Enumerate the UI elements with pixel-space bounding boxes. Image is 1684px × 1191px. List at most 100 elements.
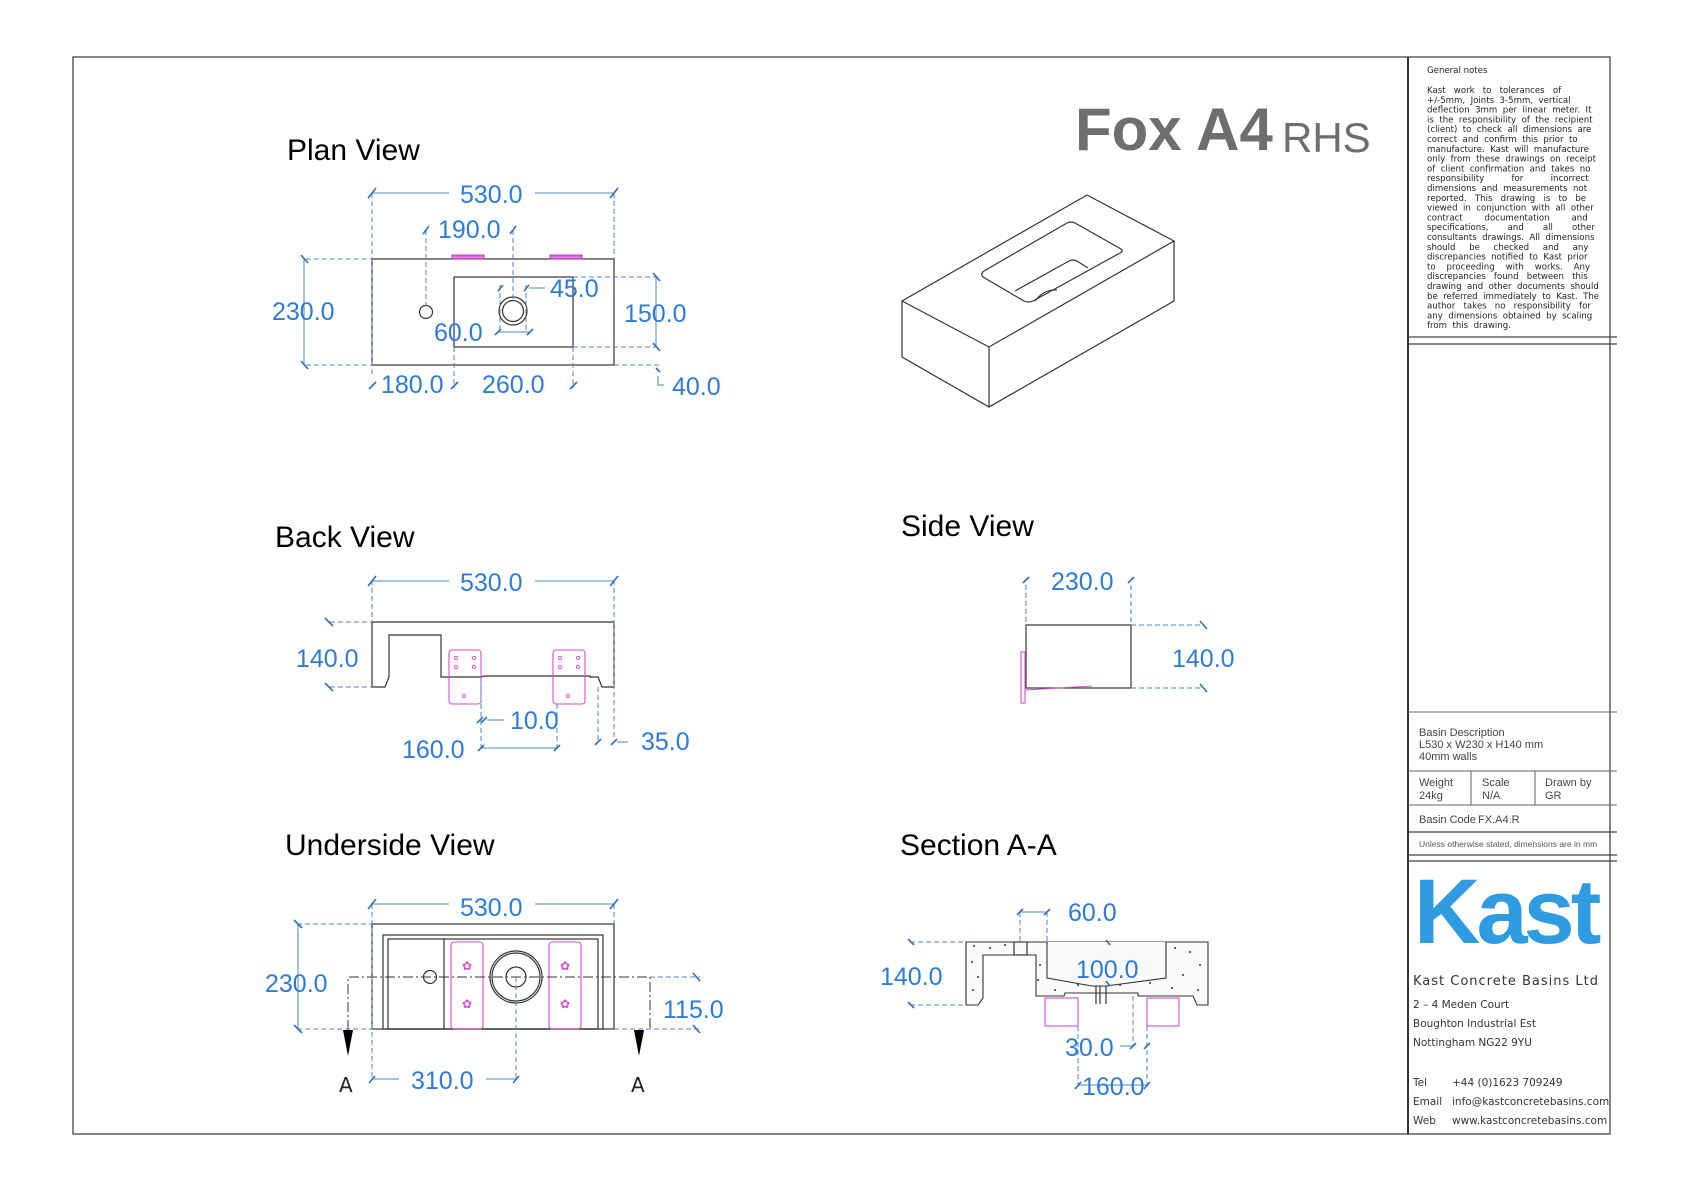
notes-line: be referred immediately to Kast. The [1427,292,1599,302]
notes-line: reported. This drawing is to be [1427,194,1586,204]
dim-left-offset: 180.0 [381,371,444,399]
general-notes: Kast work to tolerances of+/-5mm, Joints… [1427,86,1599,331]
model-name: Fox A4 [1075,96,1273,163]
dim-plan-length: 530.0 [460,181,523,209]
waste-outer [498,296,528,326]
back-outline [371,621,615,688]
notes-line: contract documentation and [1427,213,1588,223]
web-link[interactable]: www.kastconcretebasins.com [1452,1115,1607,1127]
side-bracket-plate [1020,651,1026,704]
dim-back-edge: 35.0 [641,728,690,756]
description-size: L530 x W230 x H140 mm [1419,739,1543,751]
bracket-left [448,649,482,705]
fixing-icon: ✿ [560,959,570,973]
units-note: Unless otherwise stated, dimensions are … [1419,839,1597,849]
notes-heading: General notes [1427,66,1488,76]
bracket-marker [549,254,583,260]
tel-value[interactable]: +44 (0)1623 709249 [1452,1077,1563,1089]
section-a-a: Section A-A 60.0 140.0 100.0 30.0 160.0 [880,829,1209,1101]
dim-section-height: 140.0 [880,963,943,991]
notes-line: author takes no responsibility for [1427,302,1591,312]
notes-line: drawing and other documents should [1427,282,1599,292]
notes-line: from this drawing. [1427,321,1511,331]
product-title: Fox A4 RHS [1075,96,1371,163]
address-line-3: Nottingham NG22 9YU [1413,1037,1532,1049]
section-bracket-left [1044,997,1079,1027]
tel-label: Tel [1412,1077,1427,1089]
scale-value: N/A [1482,790,1501,802]
underside-bracket-right [548,941,582,1030]
notes-line: discrepancies found between this [1427,272,1588,282]
dim-plan-width: 230.0 [272,298,335,326]
dim-section-depth: 100.0 [1076,956,1139,984]
description-walls: 40mm walls [1419,751,1478,763]
drawn-by-label: Drawn by [1545,777,1592,789]
notes-line: discrepancies notified to Kast prior [1427,253,1588,263]
notes-line: correct and confirm this prior to [1427,135,1578,145]
notes-line: (client) to check all dimensions are [1427,125,1591,135]
section-marker-left: A [339,1073,353,1097]
section-arrow-left [343,1030,353,1056]
dim-section-top: 60.0 [1068,899,1117,927]
company-name: Kast Concrete Basins Ltd [1413,974,1599,989]
dim-underside-width: 230.0 [265,970,328,998]
dim-waste-position: 310.0 [411,1067,474,1095]
underside-bracket-left [450,941,484,1030]
dim-underside-length: 530.0 [460,894,523,922]
side-outline [1025,624,1132,689]
side-view-title: Side View [901,510,1034,543]
section-bowl [1046,942,1167,987]
dim-tap-offset: 190.0 [438,216,501,244]
side-bracket-arm [1025,685,1093,691]
dim-bracket-spacing: 160.0 [402,736,465,764]
dim-section-bracket-spacing: 160.0 [1082,1073,1145,1101]
notes-line: Kast work to tolerances of [1427,86,1562,96]
underside-view-title: Underside View [285,829,495,862]
bracket-right [552,649,586,705]
underside-view: Underside View ✿✿ ✿✿ A A 530.0 230.0 115… [265,829,724,1097]
drawn-by-value: GR [1545,790,1562,802]
web-label: Web [1413,1115,1436,1127]
dim-side-width: 230.0 [1051,568,1114,596]
plan-view: Plan View 530.0 190.0 230.0 45.0 60.0 [272,134,721,401]
notes-line: +/-5mm, Joints 3-5mm, vertical [1427,96,1571,106]
email-link[interactable]: info@kastconcretebasins.com [1452,1096,1609,1108]
weight-value: 24kg [1419,790,1443,802]
basin-code-label: Basin Code [1419,814,1476,826]
email-label: Email [1413,1096,1442,1108]
bracket-marker [451,254,485,260]
drawing-border [72,56,1611,1135]
dim-underside-half-width: 115.0 [663,996,724,1024]
notes-line: deflection 3mm per linear meter. It [1427,106,1592,116]
basin-code-value: FX.A4.R [1478,814,1520,826]
plan-outline [371,258,615,366]
notes-line: to proceeding with works. Any [1427,262,1590,272]
notes-line: of client confirmation and takes no [1427,164,1590,174]
isometric-view [900,194,1176,408]
section-bracket-right [1146,997,1180,1027]
section-arrow-right [634,1030,644,1056]
notes-line: is the responsibility of the recipient [1427,115,1593,125]
dim-waste-dia: 45.0 [550,275,599,303]
notes-line: dimensions and measurements not [1427,184,1588,194]
title-block: General notes Kast work to tolerances of… [1408,66,1617,1127]
dim-wall: 40.0 [672,373,721,401]
section-line [347,976,651,1030]
dim-bracket-gap: 10.0 [510,707,559,735]
notes-line: specifications, and all other [1427,223,1595,233]
dim-waste-offset: 60.0 [434,319,483,347]
side-view: Side View 230.0 140.0 [901,510,1235,704]
notes-line: responsibility for incorrect [1427,174,1589,184]
notes-line: manufacture. Kast will manufacture [1427,145,1589,155]
fixing-icon: ✿ [560,997,570,1011]
dim-bowl-width: 150.0 [624,300,687,328]
model-variant: RHS [1282,114,1371,161]
address-line-1: 2 – 4 Meden Court [1413,999,1509,1011]
plan-view-title: Plan View [287,134,420,167]
fixing-icon: ✿ [462,997,472,1011]
dim-bowl-length: 260.0 [482,371,545,399]
plan-bowl [453,276,574,348]
address-line-2: Boughton Industrial Est [1413,1018,1536,1030]
notes-line: any dimensions obtained by scaling [1427,311,1592,321]
scale-label: Scale [1482,777,1510,789]
